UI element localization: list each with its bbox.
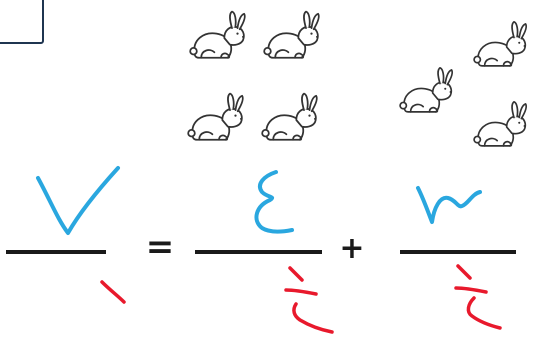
handwritten-numerator-left [36,166,120,235]
plus-sign: + [339,231,364,266]
handwritten-denominator-right [454,264,502,330]
handwritten-numerator-right [416,186,482,224]
corner-answer-box [0,0,44,44]
rabbit-icon [261,92,318,141]
rabbit-icon [473,20,528,67]
rabbit-group-right [399,20,528,147]
rabbit-icon [187,92,244,141]
equals-sign: = [146,227,175,267]
handwritten-denominator-left [100,280,126,304]
rabbit-icon [263,10,320,59]
rabbit-icon [399,66,454,113]
rabbit-group-left [187,10,320,141]
rabbit-icon [189,10,246,59]
handwritten-numerator-middle [254,170,294,234]
rabbit-icon [473,100,528,147]
handwritten-denominator-middle [284,266,334,334]
